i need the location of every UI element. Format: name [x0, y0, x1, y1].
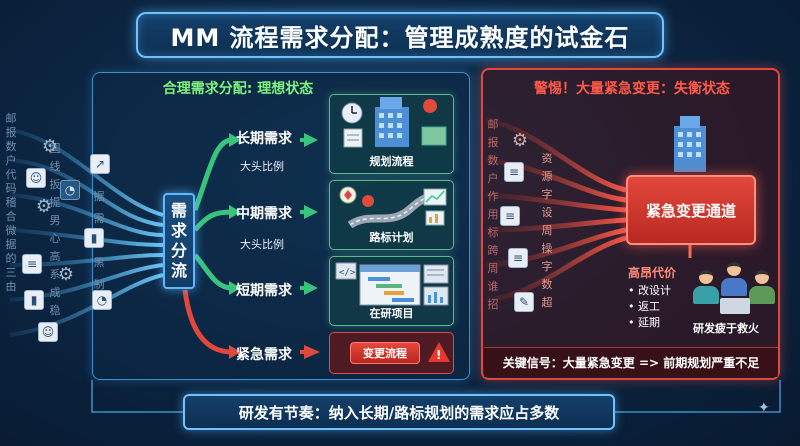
- svg-text:</>: </>: [339, 268, 356, 278]
- cost-title: 高昂代价: [628, 266, 677, 280]
- roadmap-illustration: [339, 186, 447, 229]
- roadmap-card: 路标计划: [329, 180, 454, 250]
- cost-item-redesign: • 改设计: [628, 284, 671, 297]
- ideal-heading: 合理需求分配: 理想状态: [162, 81, 314, 97]
- team-caption: 研发疲于救火: [693, 322, 759, 335]
- stressed-team-illustration: [690, 262, 780, 318]
- gear-icon: ⚙: [35, 195, 53, 217]
- laptop-icon: [720, 298, 750, 314]
- urgent-demand-label: 紧急需求: [236, 347, 292, 363]
- warning-icon: [428, 342, 450, 362]
- project-illustration: </>: [335, 262, 449, 306]
- pie-chart-icon: ◔: [92, 290, 112, 310]
- gear-icon: ⚙: [57, 263, 75, 285]
- right-side-chars-col1: 邮报数 户作用 标跨周 谁招: [487, 118, 499, 311]
- gear-icon: ⚙: [41, 135, 59, 157]
- emergency-change-channel: 紧急变更通道: [626, 175, 756, 245]
- mid-term-ratio-label: 大头比例: [240, 238, 284, 251]
- in-dev-project-caption: 在研项目: [369, 307, 414, 320]
- user-icon: ☺: [38, 322, 58, 342]
- in-dev-project-card: </> 在研项目: [329, 256, 454, 326]
- document-icon: ≡: [508, 248, 528, 268]
- left-side-chars-col1: 邮报数 户代码 稽合微 据的三 由: [5, 112, 17, 293]
- short-term-demand-label: 短期需求: [236, 283, 292, 299]
- warning-mark: !: [436, 348, 442, 362]
- cost-item-delay: • 延期: [628, 316, 660, 329]
- left-side-chars-col2: 国线扳 提男心 高系成 稳: [49, 142, 61, 317]
- document-icon: ≡: [504, 162, 524, 182]
- engineer-figure: [692, 270, 720, 306]
- planning-process-caption: 规划流程: [369, 155, 414, 168]
- roadmap-caption: 路标计划: [369, 231, 414, 244]
- unbalanced-heading: 警惕！大量紧急变更：失衡状态: [534, 81, 730, 97]
- pie-chart-icon: ◔: [60, 180, 80, 200]
- building-icon: [674, 116, 706, 172]
- mid-term-demand-label: 中期需求: [236, 206, 292, 222]
- right-side-chars-col2: 资源字 设周操 字数超: [541, 152, 553, 309]
- gear-icon: ⚙: [511, 129, 529, 151]
- engineer-figure: [748, 270, 776, 306]
- bar-chart-icon: ▮: [24, 290, 44, 310]
- planning-process-card: 规划流程: [329, 94, 454, 174]
- rhythm-note: 研发有节奏：纳入长期/路标规划的需求应占多数: [183, 394, 615, 430]
- change-process-button[interactable]: 变更流程: [350, 342, 420, 364]
- engineer-figure: [720, 262, 748, 298]
- bar-chart-icon: ▮: [84, 228, 104, 248]
- line-chart-icon: ↗: [90, 154, 110, 174]
- long-term-ratio-label: 大头比例: [240, 160, 284, 173]
- planning-illustration: [341, 97, 447, 148]
- user-icon: ☺: [26, 168, 46, 188]
- sparkle-icon: ✦: [758, 400, 770, 416]
- document-icon: ≡: [500, 206, 520, 226]
- cost-item-rework: • 返工: [628, 300, 660, 313]
- document-icon: ≡: [22, 254, 42, 274]
- demand-stream-box: 需 求 分 流: [163, 193, 195, 289]
- page-title: MM 流程需求分配：管理成熟度的试金石: [136, 12, 664, 58]
- edit-document-icon: ✎: [514, 292, 534, 312]
- long-term-demand-label: 长期需求: [236, 131, 292, 147]
- key-signal-text: 关键信号：大量紧急变更 => 前期规划严重不足: [484, 347, 778, 377]
